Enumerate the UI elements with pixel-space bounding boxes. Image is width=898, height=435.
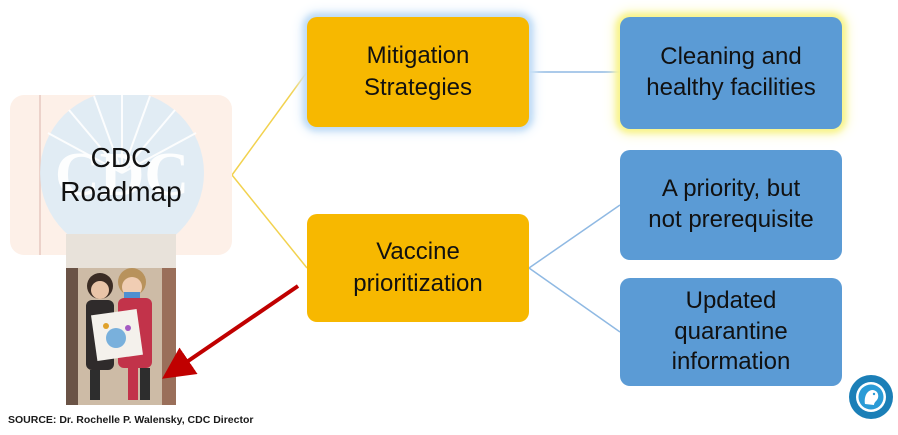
node-priority-not-prerequisite: A priority, but not prerequisite (620, 150, 842, 260)
school-district-seal-icon (849, 375, 893, 419)
source-caption: SOURCE: Dr. Rochelle P. Walensky, CDC Di… (8, 414, 254, 426)
node-mitigation-strategies: Mitigation Strategies (307, 17, 529, 127)
node-cleaning-facilities: Cleaning and healthy facilities (620, 17, 842, 129)
connector-root-vaccine (231, 174, 308, 269)
root-label: CDC Roadmap (60, 142, 182, 207)
connector-vaccine-priority (528, 204, 621, 269)
node-vaccine-prioritization: Vaccine prioritization (307, 214, 529, 322)
cdc-logo-watermark-icon: CDC (39, 95, 204, 255)
root-node-cdc-roadmap: CDC CDC Roadmap (10, 95, 232, 255)
children-holding-drawings-photo (66, 234, 176, 405)
watermark-text: CDC (55, 141, 189, 209)
connector-vaccine-quarantine (528, 267, 621, 333)
connector-root-mitigation (231, 71, 308, 176)
node-updated-quarantine: Updated quarantine information (620, 278, 842, 386)
